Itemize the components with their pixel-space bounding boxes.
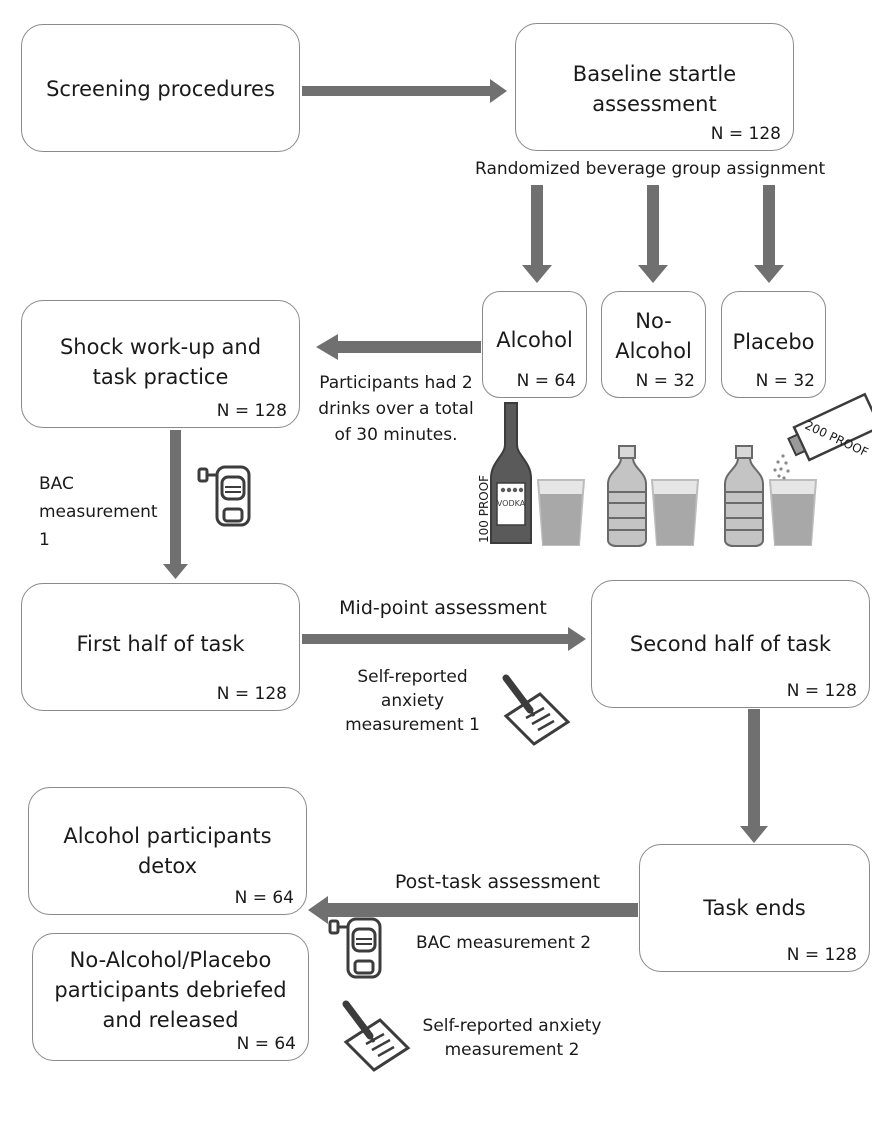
released-title: No-Alcohol/Placebo participants debriefe… (54, 948, 287, 1032)
glass-icon (650, 479, 700, 546)
released-box: No-Alcohol/Placebo participants debriefe… (32, 933, 309, 1061)
arrow-screening-to-baseline (302, 79, 507, 103)
detox-n: N = 64 (234, 888, 294, 908)
midpoint-label: Mid-point assessment (339, 597, 547, 619)
alcohol-group-box: Alcohol N = 64 (482, 291, 587, 398)
no-alcohol-group-n: N = 32 (635, 371, 695, 391)
water-bottle-icon (724, 445, 764, 547)
breathalyzer-icon (328, 917, 382, 979)
anxiety1-label: Self-reported anxiety measurement 1 (345, 667, 480, 735)
anxiety2-label: Self-reported anxiety measurement 2 (422, 1016, 602, 1060)
bac2-label: BAC measurement 2 (416, 933, 592, 953)
alcohol-group-title: Alcohol (496, 328, 573, 352)
task-ends-n: N = 128 (786, 945, 857, 965)
shock-title: Shock work-up and task practice (59, 335, 262, 389)
placebo-group-title: Placebo (732, 330, 815, 354)
task-ends-title: Task ends (703, 896, 806, 920)
second-half-n: N = 128 (786, 681, 857, 701)
placebo-group-box: Placebo N = 32 (721, 291, 826, 398)
breathalyzer-icon (197, 465, 251, 527)
vodka-label: VODKA (497, 499, 526, 508)
drinks-label: Participants had 2 drinks over a total o… (318, 373, 474, 445)
first-half-box: First half of task N = 128 (21, 583, 300, 711)
pour-drops (773, 454, 790, 480)
placebo-group-n: N = 32 (755, 371, 815, 391)
detox-title: Alcohol participants detox (63, 824, 272, 878)
arrow-second-half-to-task-ends (740, 709, 768, 843)
no-alcohol-group-title: No- Alcohol (615, 309, 692, 363)
arrow-to-no-alcohol (638, 185, 668, 283)
task-ends-box: Task ends N = 128 (639, 844, 870, 972)
alcohol-group-n: N = 64 (516, 371, 576, 391)
questionnaire-pen-icon (342, 1000, 411, 1072)
first-half-n: N = 128 (216, 684, 287, 704)
screening-title: Screening procedures (46, 77, 275, 101)
arrow-shock-to-first-half (163, 430, 188, 579)
baseline-n: N = 128 (710, 124, 781, 144)
second-half-box: Second half of task N = 128 (591, 580, 870, 708)
proof100-label: 100 PROOF (477, 475, 491, 543)
water-bottle-icon (607, 445, 647, 547)
vodka-bottle-icon (490, 402, 532, 544)
released-n: N = 64 (236, 1034, 296, 1054)
randomized-label: Randomized beverage group assignment (475, 159, 826, 179)
second-half-title: Second half of task (629, 632, 832, 656)
arrow-to-alcohol (522, 185, 552, 283)
post-task-label: Post-task assessment (394, 871, 601, 893)
arrow-to-placebo (754, 185, 784, 283)
first-half-title: First half of task (76, 632, 245, 656)
glass-icon (536, 479, 586, 546)
glass-icon (768, 479, 818, 546)
baseline-box: Baseline startle assessment N = 128 (515, 23, 794, 151)
baseline-title: Baseline startle assessment (572, 62, 737, 116)
arrow-first-to-second-half (302, 627, 586, 651)
no-alcohol-group-box: No- Alcohol N = 32 (601, 291, 706, 398)
arrow-groups-to-shock (316, 334, 481, 360)
arrow-task-ends-to-detox (308, 896, 638, 924)
questionnaire-pen-icon (502, 674, 571, 746)
shock-n: N = 128 (216, 401, 287, 421)
shock-box: Shock work-up and task practice N = 128 (21, 300, 300, 428)
detox-box: Alcohol participants detox N = 64 (28, 787, 307, 915)
alcohol-flask-icon (787, 392, 872, 462)
screening-box: Screening procedures (21, 24, 300, 152)
bac1-label: BAC measurement 1 (39, 474, 158, 550)
